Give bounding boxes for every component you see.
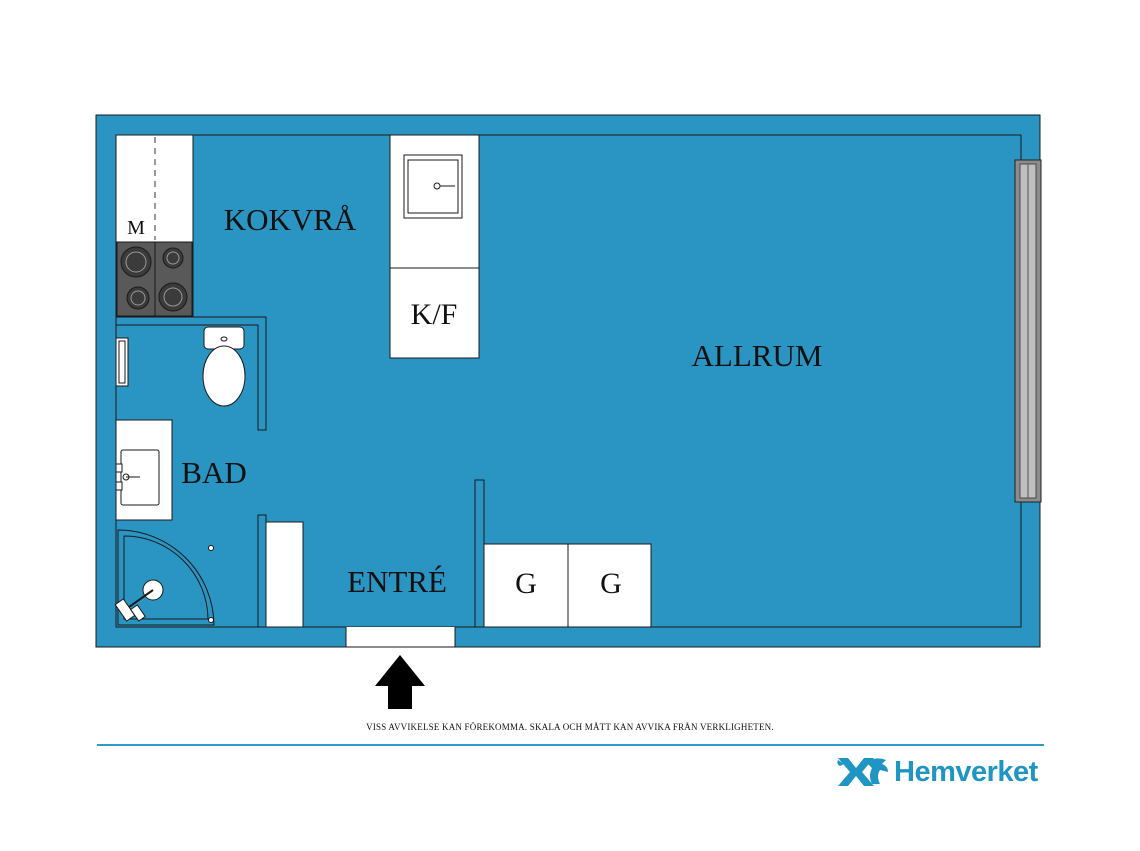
footer-divider [97,744,1044,746]
wash-basin-icon [115,419,173,521]
hemverket-griffin-logo-icon [837,758,888,786]
disclaimer-text: VISS AVVIKELSE KAN FÖREKOMMA. SKALA OCH … [366,722,774,732]
stove-icon [116,241,193,317]
entry-right-wall [474,479,485,628]
wardrobes [483,543,652,628]
room-label-entry: ENTRÉ [347,564,447,599]
fridge-label: K/F [411,298,458,331]
fridge-box [389,267,480,359]
hall-shelf [265,521,304,628]
wardrobe-1 [483,543,569,628]
bath-top-wall [115,316,267,431]
shower-icon [114,529,215,626]
wardrobe-1-label: G [515,567,537,600]
microwave-label: M [127,217,145,239]
wardrobe-2 [567,543,652,628]
brand-logo[interactable]: Hemverket [836,752,1038,792]
room-label-bath: BAD [181,455,246,490]
brand-name: Hemverket [894,755,1038,788]
toilet-icon [202,326,246,407]
bathroom-fixtures [114,326,304,628]
radiator-icon [115,337,129,387]
entry-arrow-icon [375,655,425,709]
room-label-living: ALLRUM [692,338,823,373]
bath-lower-wall [257,514,267,628]
room-label-kitchen: KOKVRÅ [224,202,357,237]
sink-counter [389,134,480,269]
wardrobe-2-label: G [600,567,622,600]
entry-door-opening [345,627,456,648]
window [1014,159,1042,503]
